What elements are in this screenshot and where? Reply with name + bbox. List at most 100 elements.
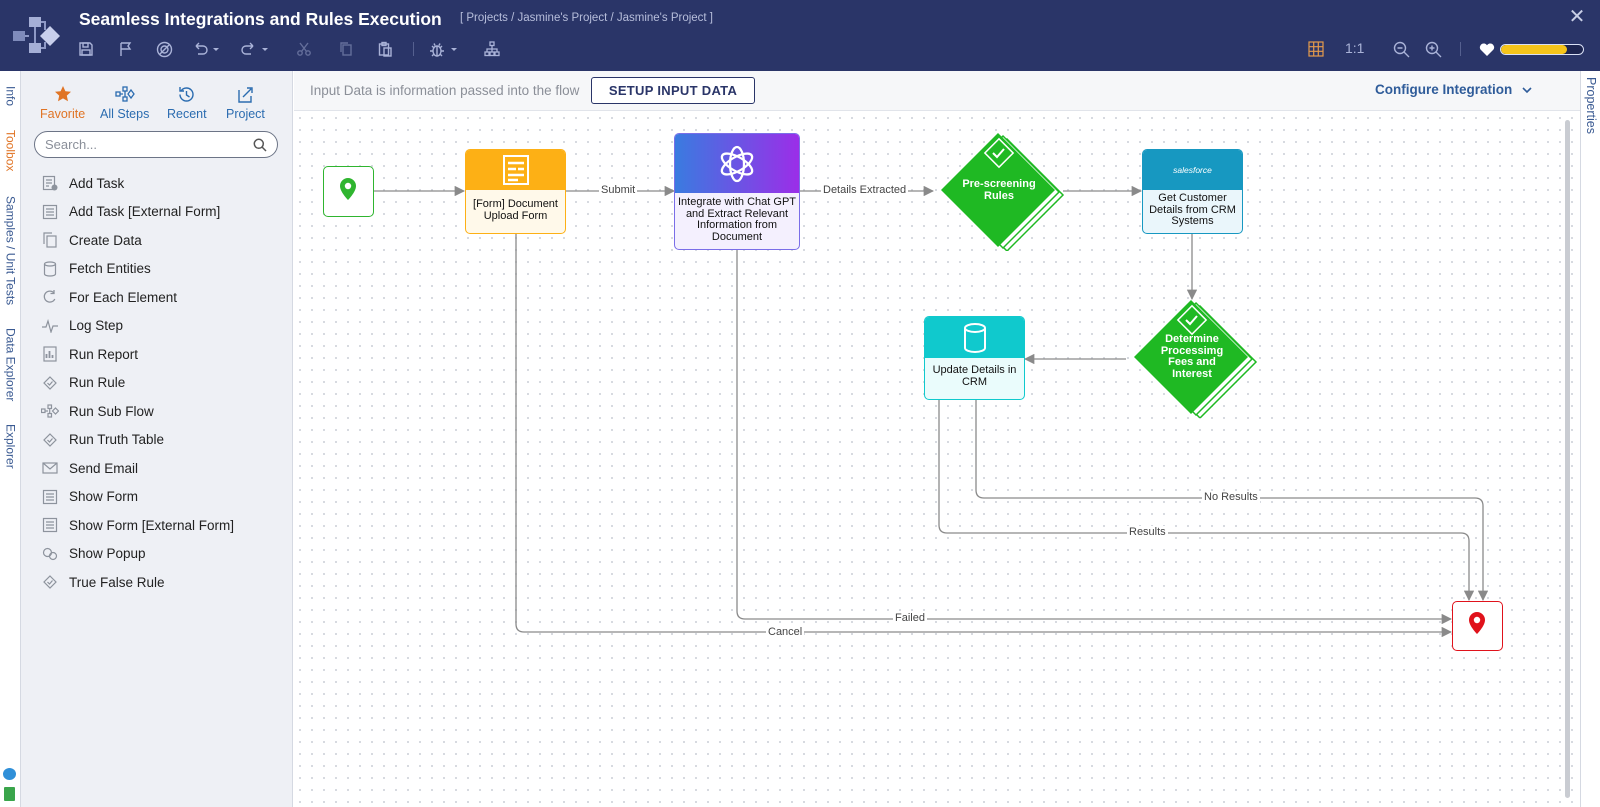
toolbox-item-true-false-rule[interactable]: True False Rule [40,568,280,597]
left-vertical-tabs: Info Toolbox Samples / Unit Tests Data E… [0,71,21,807]
toolbox-item-run-report[interactable]: Run Report [40,340,280,369]
edge-label-results: Results [1127,526,1168,539]
tab-info[interactable]: Info [3,85,18,106]
zoom-out-icon[interactable] [1391,38,1411,60]
email-icon [40,460,60,476]
paste-icon[interactable] [375,38,395,60]
start-node[interactable] [323,166,374,217]
redo-icon[interactable] [240,38,270,60]
report-icon [40,346,60,362]
notes-icon[interactable] [4,787,15,801]
openai-logo-icon [720,145,754,182]
tab-project[interactable]: Project [226,83,265,121]
toolbox-item-create-data[interactable]: Create Data [40,226,280,255]
save-icon[interactable] [76,38,96,60]
crm-update-node[interactable]: Update Details in CRM [924,316,1025,400]
breadcrumb[interactable]: [ Projects / Jasmine's Project / Jasmine… [460,12,713,24]
edge-label-failed: Failed [893,612,927,625]
debug-icon[interactable] [428,38,460,60]
chatgpt-node-label: Integrate with Chat GPT and Extract Rele… [678,196,796,243]
setup-input-data-button[interactable]: SETUP INPUT DATA [591,77,755,104]
fees-rule-node[interactable]: Determine Processimg Fees and Interest [1126,300,1258,418]
form-node-header [466,150,565,190]
search-input[interactable] [45,137,253,152]
zoom-reset-label[interactable]: 1:1 [1345,40,1365,56]
chatgpt-node-header [675,134,799,193]
end-node[interactable] [1452,601,1503,651]
toolbox-item-add-task-external[interactable]: Add Task [External Form] [40,198,280,227]
tab-all-steps[interactable]: All Steps [100,83,149,121]
location-pin-icon [340,178,356,200]
tab-favorite-label: Favorite [40,107,86,121]
edge-label-cancel: Cancel [766,626,805,639]
popup-icon [40,546,60,562]
compile-icon[interactable] [154,38,174,60]
tab-samples-unit-tests[interactable]: Samples / Unit Tests [3,196,18,306]
toolbox-step-list: Add Task Add Task [External Form] Create… [40,169,280,597]
fees-rule-label: Determine Processimg Fees and Interest [1160,333,1224,380]
edge-label-details-extracted: Details Extracted [821,184,909,197]
rule-diamond-shape [1134,300,1258,418]
toolbar-separator [1460,42,1461,56]
flag-icon[interactable] [116,38,136,60]
close-icon[interactable]: ✕ [1568,6,1586,28]
task-icon [40,175,60,191]
app-header: Seamless Integrations and Rules Executio… [0,0,1600,71]
prescreen-rule-node[interactable]: Pre-screening Rules [933,133,1065,251]
toolbox-item-run-truth-table[interactable]: Run Truth Table [40,426,280,455]
tab-properties[interactable]: Properties [1584,77,1598,134]
chat-icon[interactable] [3,768,16,780]
crm-get-node-label: Get Customer Details from CRM Systems [1149,192,1236,227]
canvas-scrollbar[interactable] [1565,120,1570,798]
edge-label-no-results: No Results [1202,491,1260,504]
chatgpt-node[interactable]: Integrate with Chat GPT and Extract Rele… [674,133,800,250]
toolbox-item-run-rule[interactable]: Run Rule [40,369,280,398]
form-icon [502,155,529,185]
form-node[interactable]: [Form] Document Upload Form [465,149,566,234]
toolbox-item-run-sub-flow[interactable]: Run Sub Flow [40,397,280,426]
crm-update-node-label: Update Details in CRM [932,364,1017,388]
form-icon [40,204,60,220]
grid-icon[interactable] [1306,38,1326,60]
tab-favorite[interactable]: Favorite [40,83,85,121]
search-icon[interactable] [253,138,267,152]
heart-icon[interactable] [1477,38,1497,60]
form-node-label: [Form] Document Upload Form [473,198,558,222]
toolbox-item-show-form[interactable]: Show Form [40,483,280,512]
clock-icon [177,83,196,105]
toolbox-item-fetch-entities[interactable]: Fetch Entities [40,255,280,284]
zoom-in-icon[interactable] [1423,38,1443,60]
copy-icon[interactable] [336,38,356,60]
toolbox-item-log-step[interactable]: Log Step [40,312,280,341]
chevron-down-icon [1522,87,1532,94]
truth-table-icon [40,432,60,448]
cut-icon[interactable] [294,38,314,60]
steps-icon [115,83,135,105]
crm-get-node[interactable]: salesforce Get Customer Details from CRM… [1142,149,1243,234]
tab-project-label: Project [226,107,265,121]
configure-integration-label: Configure Integration [1374,82,1513,97]
tab-explorer[interactable]: Explorer [3,423,18,469]
input-data-info: Input Data is information passed into th… [310,83,580,98]
undo-icon[interactable] [191,38,221,60]
copy-data-icon [40,232,60,248]
toolbar-separator [413,42,414,56]
tab-toolbox[interactable]: Toolbox [3,130,18,172]
hierarchy-icon[interactable] [482,38,502,60]
project-icon [236,83,255,105]
subflow-icon [40,403,60,419]
toolbox-item-for-each-element[interactable]: For Each Element [40,283,280,312]
rule-check-icon [40,375,60,391]
toolbox-item-send-email[interactable]: Send Email [40,454,280,483]
tab-data-explorer[interactable]: Data Explorer [3,328,18,402]
toolbox-item-show-form-external[interactable]: Show Form [External Form] [40,511,280,540]
flow-logo-icon [13,17,60,53]
prescreen-rule-label: Pre-screening Rules [962,178,1036,202]
tab-recent[interactable]: Recent [167,83,207,121]
toolbox-panel: Favorite All Steps Recent Project [21,71,293,807]
configure-integration-dropdown[interactable]: Configure Integration [1375,82,1532,97]
toolbox-item-show-popup[interactable]: Show Popup [40,540,280,569]
toolbox-item-add-task[interactable]: Add Task [40,169,280,198]
location-pin-icon [1469,612,1485,634]
tab-all-steps-label: All Steps [100,107,150,121]
